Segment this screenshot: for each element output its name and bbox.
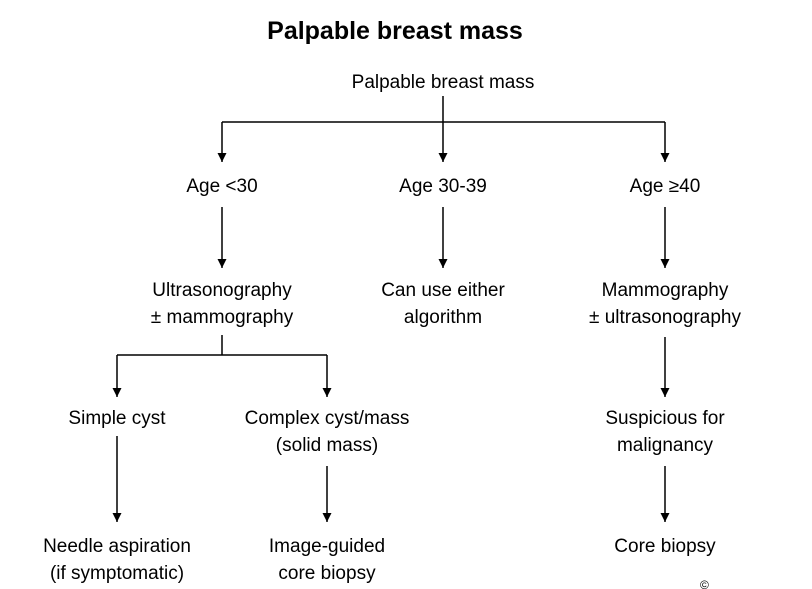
node-either-algorithm-line-2: algorithm [403,307,483,328]
node-age-40-plus: Age ≥40 [565,173,765,200]
node-complex-cyst-line-2: (solid mass) [275,435,379,456]
node-mammography-line-2: ± ultrasonography [589,307,741,328]
node-image-guided-biopsy-line-2: core biopsy [278,563,376,584]
node-mammography: Mammography ± ultrasonography [555,277,775,331]
node-core-biopsy-line-1: Core biopsy [614,536,716,557]
node-age-under-30: Age <30 [122,173,322,200]
node-either-algorithm: Can use either algorithm [333,277,553,331]
node-either-algorithm-line-1: Can use either [381,280,505,301]
node-suspicious-line-1: Suspicious for [605,408,725,429]
node-ultrasonography: Ultrasonography ± mammography [112,277,332,331]
node-core-biopsy: Core biopsy [565,533,765,560]
node-simple-cyst-line-1: Simple cyst [68,408,166,429]
node-needle-aspiration-line-2: (if symptomatic) [49,563,185,584]
node-ultrasonography-line-1: Ultrasonography [152,280,292,301]
node-ultrasonography-line-2: ± mammography [150,307,294,328]
node-complex-cyst-line-1: Complex cyst/mass [244,408,410,429]
node-image-guided-biopsy-line-1: Image-guided [268,536,386,557]
node-needle-aspiration: Needle aspiration (if symptomatic) [7,533,227,587]
node-image-guided-biopsy: Image-guided core biopsy [227,533,427,587]
page-title: Palpable breast mass [267,17,523,45]
node-age-40-plus-line-1: Age ≥40 [629,176,701,197]
node-root: Palpable breast mass [293,69,593,96]
node-suspicious: Suspicious for malignancy [565,405,765,459]
node-mammography-line-1: Mammography [601,280,729,301]
node-suspicious-line-2: malignancy [616,435,714,456]
node-age-under-30-line-1: Age <30 [186,176,258,197]
copyright-mark: © [700,578,709,589]
node-complex-cyst: Complex cyst/mass (solid mass) [217,405,437,459]
node-root-line-1: Palpable breast mass [351,72,535,93]
node-age-30-39-line-1: Age 30-39 [399,176,487,197]
node-needle-aspiration-line-1: Needle aspiration [43,536,191,557]
node-simple-cyst: Simple cyst [17,405,217,432]
node-age-30-39: Age 30-39 [343,173,543,200]
